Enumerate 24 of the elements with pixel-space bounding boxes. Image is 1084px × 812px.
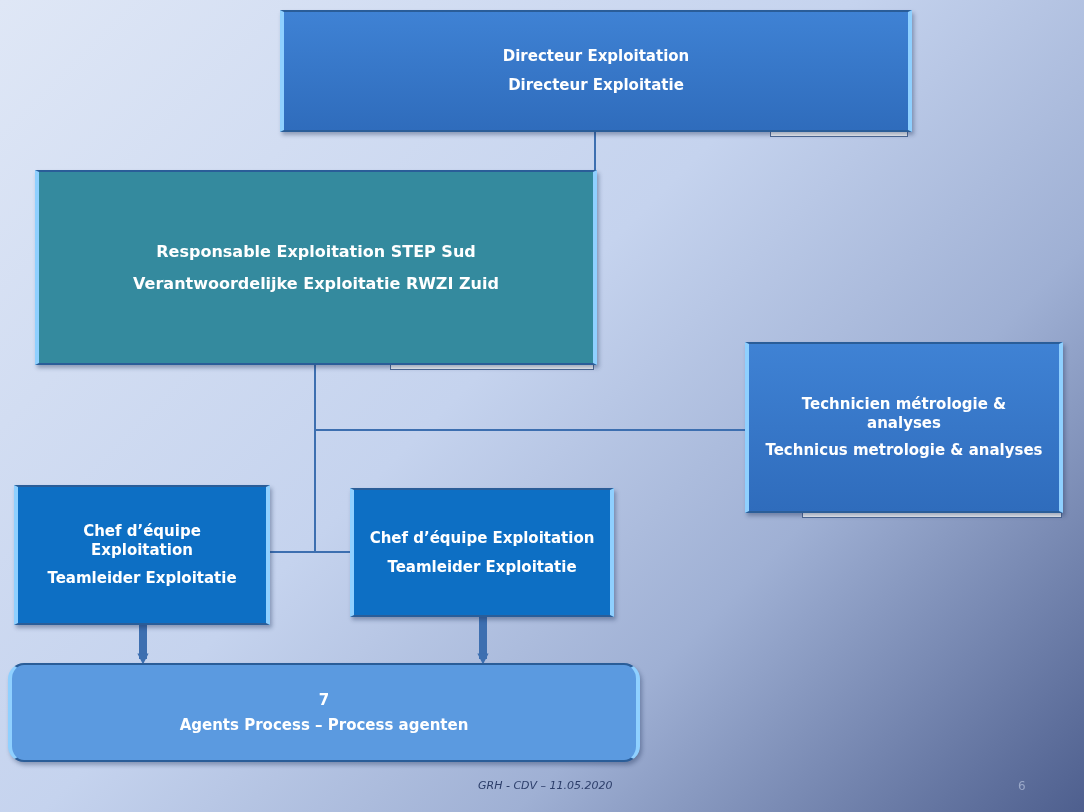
node-text: Teamleider Exploitatie [47, 569, 237, 589]
node-text: Chef d’équipe Exploitation [369, 528, 595, 548]
node-text: Chef d’équipe Exploitation [82, 521, 202, 560]
arrow [137, 625, 149, 665]
connector-line [314, 364, 351, 553]
node-text: Responsable Exploitation STEP Sud [156, 241, 476, 262]
org-box [35, 170, 597, 365]
node-text: Directeur Exploitatie [508, 76, 684, 95]
node-text: 7 [318, 690, 330, 710]
footer-text: GRH - CDV – 11.05.2020 [478, 779, 613, 792]
connector-line [594, 131, 596, 171]
arrow [477, 617, 489, 665]
node-text: Agents Process – Process agenten [179, 715, 469, 735]
org-box [14, 485, 270, 625]
node-text: Technicus metrologie & analyses [765, 440, 1043, 460]
org-box [280, 10, 912, 132]
org-box [745, 342, 1063, 513]
node-text: Directeur Exploitation [502, 47, 690, 66]
node-text: Teamleider Exploitatie [387, 557, 577, 577]
rounded-box [8, 663, 640, 762]
page-number: 6 [1018, 779, 1026, 793]
node-text: Verantwoordelijke Exploitatie RWZI Zuid [133, 273, 499, 294]
node-text: Technicien métrologie & analyses [800, 395, 1008, 433]
org-box [350, 488, 614, 617]
